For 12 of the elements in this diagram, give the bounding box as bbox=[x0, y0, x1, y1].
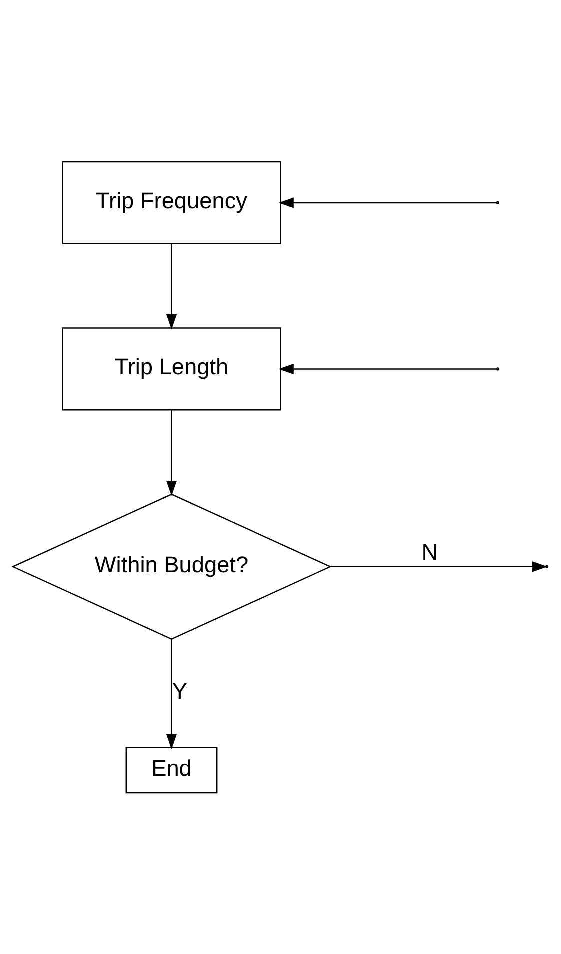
node-box: End bbox=[126, 746, 218, 794]
arrow bbox=[166, 410, 178, 496]
node-box: Trip Length bbox=[62, 327, 282, 410]
edge-label: Y bbox=[172, 678, 188, 704]
arrow bbox=[278, 363, 497, 374]
arrow bbox=[278, 197, 497, 208]
edge-label: N bbox=[422, 538, 438, 564]
node-diamond: Within Budget? bbox=[12, 493, 332, 640]
arrow bbox=[166, 639, 178, 749]
arrow bbox=[166, 244, 178, 330]
arrow bbox=[330, 561, 548, 572]
node-box: Trip Frequency bbox=[62, 160, 282, 244]
